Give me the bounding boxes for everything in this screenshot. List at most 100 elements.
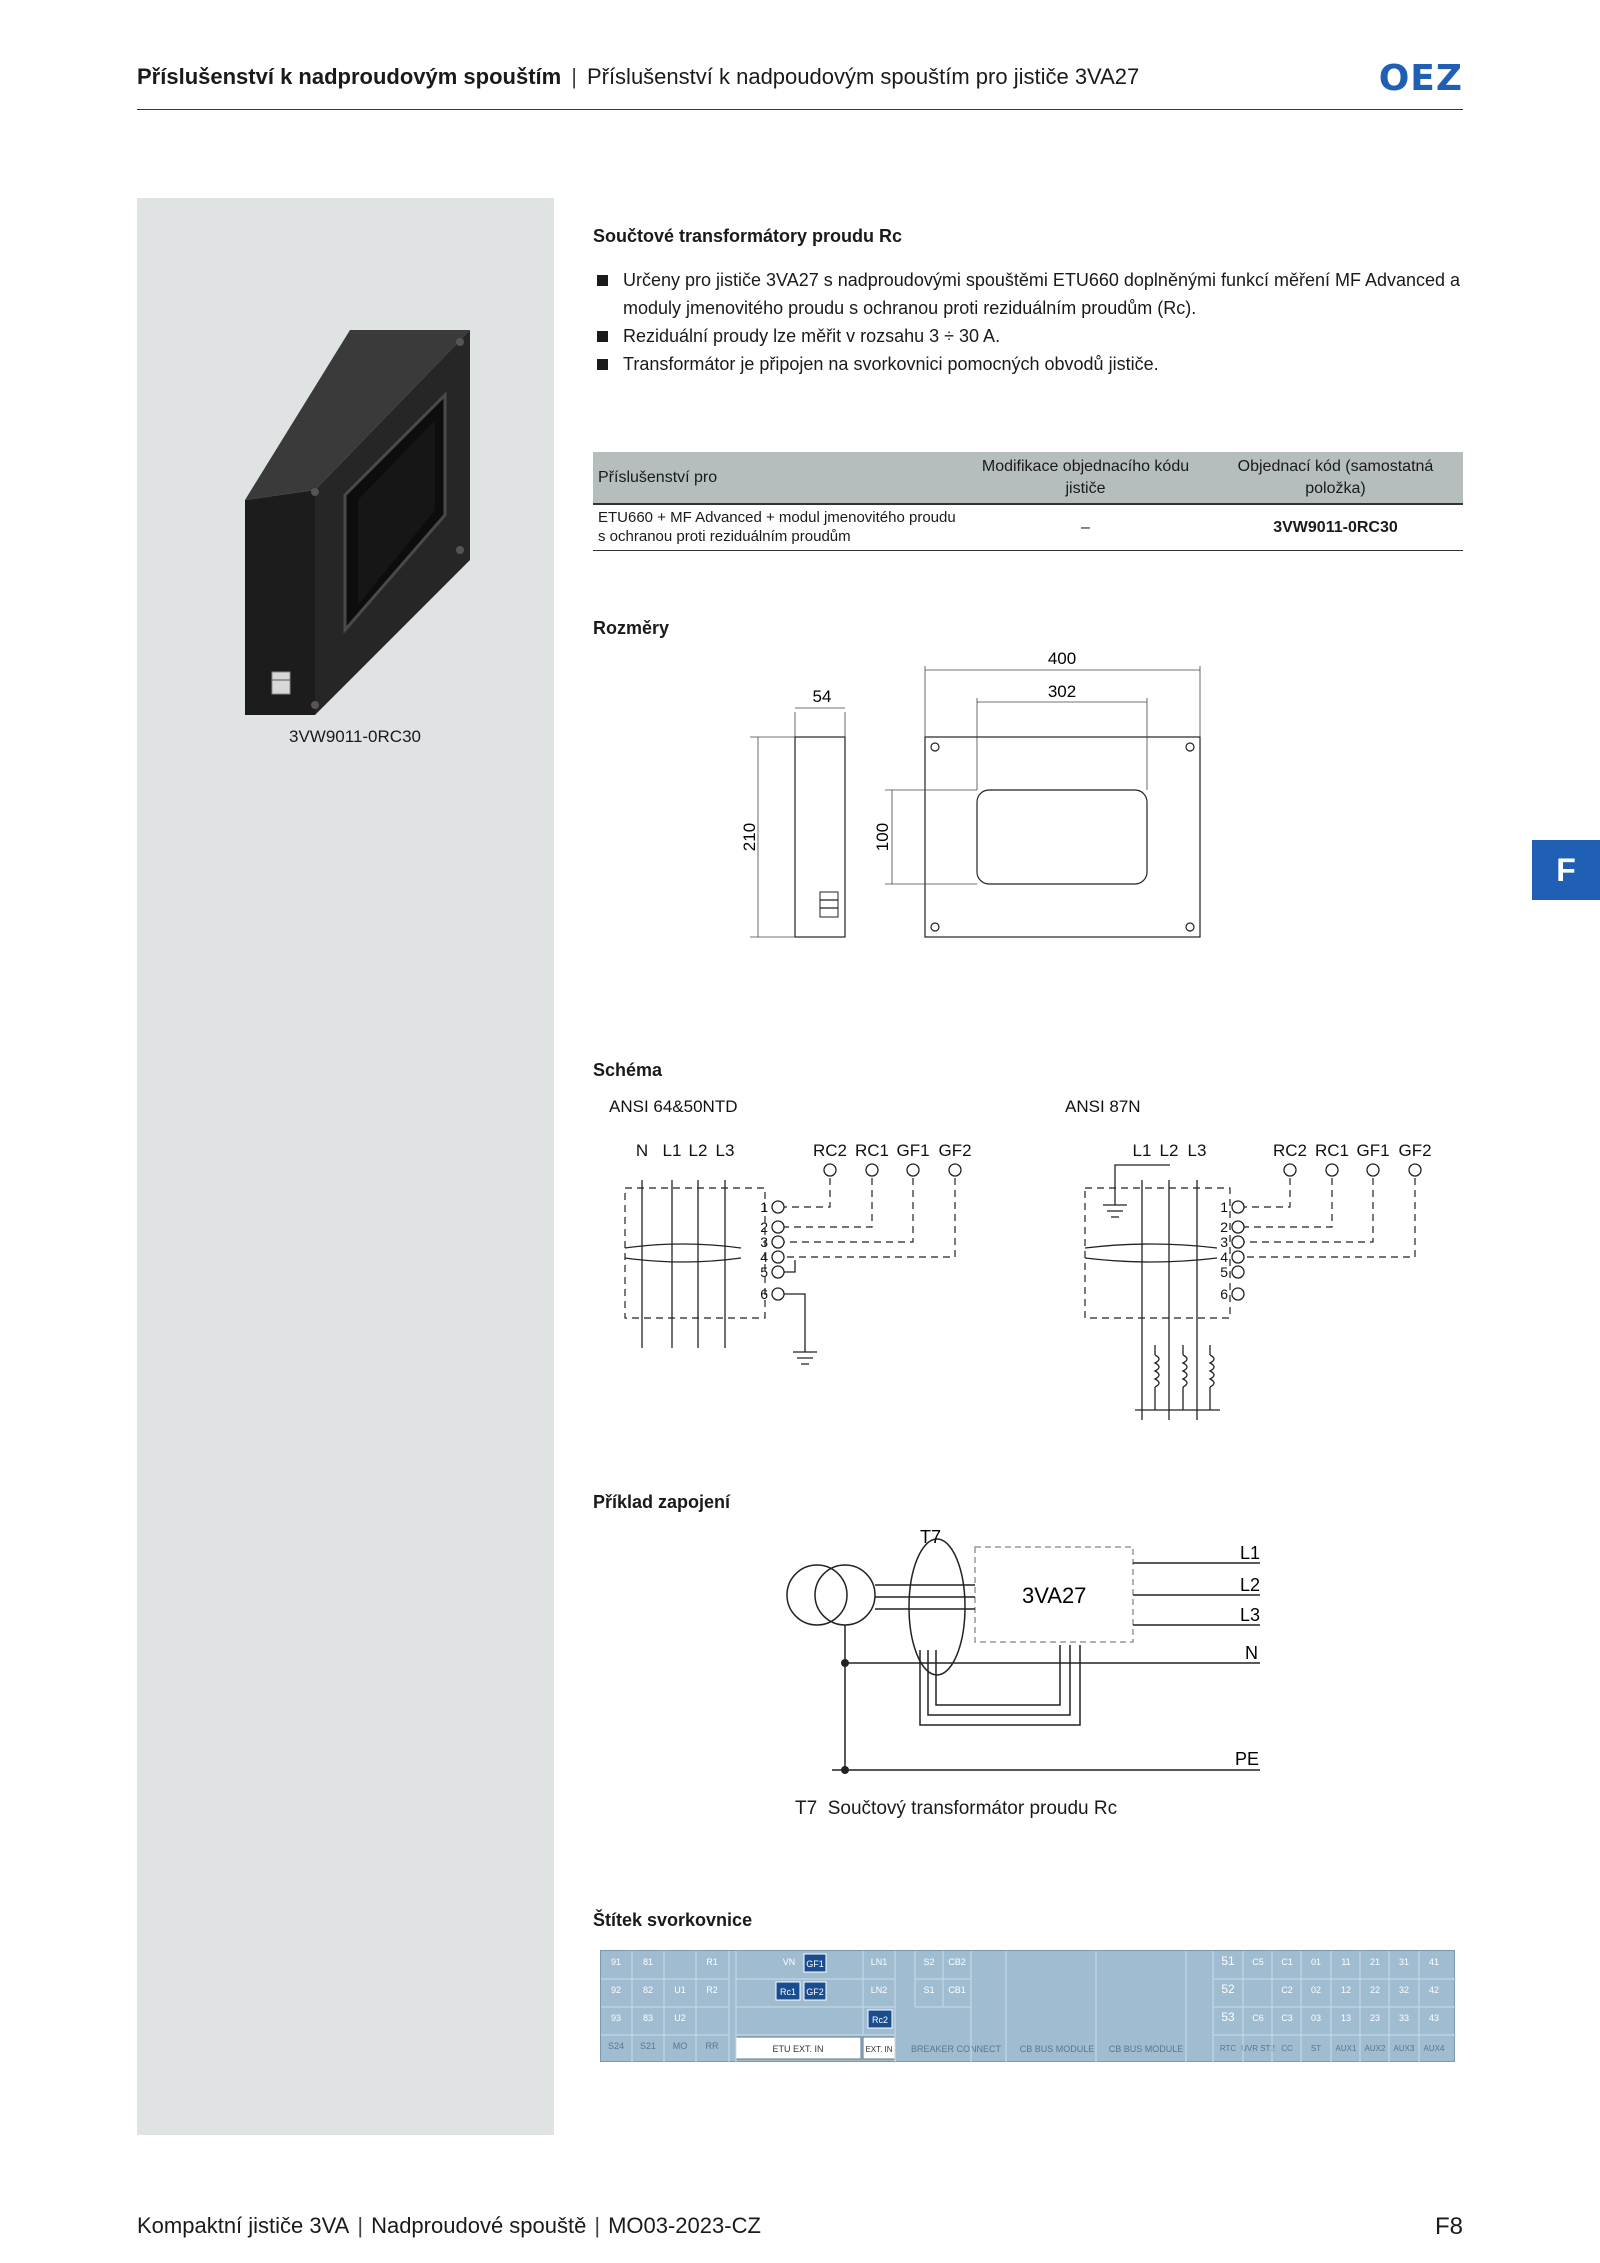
section-title-transformers: Součtové transformátory proudu Rc <box>593 226 903 246</box>
terminal-label: 21 <box>1370 1957 1380 1967</box>
terminal-number: 1 <box>760 1199 768 1215</box>
terminal-label: RR <box>706 2041 719 2051</box>
terminal-label: 91 <box>611 1957 621 1967</box>
terminal-label: 41 <box>1429 1957 1439 1967</box>
order-table: Příslušenství pro Modifikace objednacího… <box>593 452 1463 551</box>
legend-text: Součtový transformátor proudu Rc <box>827 1798 1118 1819</box>
terminal-number: 3 <box>760 1234 768 1250</box>
footer-catalog-code: MO03-2023-CZ <box>608 2213 761 2238</box>
terminal-label: 11 <box>1341 1957 1350 1967</box>
terminal-label: 93 <box>611 2013 621 2023</box>
oez-logo: OEZ <box>1378 58 1463 99</box>
module-label: CB BUS MODULE <box>1020 2044 1095 2054</box>
terminal-label: RTC <box>1220 2044 1237 2053</box>
signal-label: GF1 <box>1356 1141 1389 1160</box>
phase-label: L1 <box>1133 1141 1152 1160</box>
page-number: F8 <box>1434 2213 1463 2240</box>
terminal-label: C2 <box>1281 1985 1293 1995</box>
line-label: L3 <box>1240 1605 1260 1625</box>
terminal-label: CB2 <box>948 1957 966 1967</box>
terminal-label: C3 <box>1281 2013 1293 2023</box>
terminal-label: 52 <box>1221 1982 1235 1996</box>
terminal-label: 33 <box>1399 2013 1409 2023</box>
phase-label: L2 <box>689 1141 708 1160</box>
phase-label: L2 <box>1160 1141 1179 1160</box>
line-label: PE <box>1235 1749 1259 1769</box>
terminal-label: 42 <box>1429 1985 1439 1995</box>
terminal-label: 51 <box>1221 1954 1235 1968</box>
feature-item: Transformátor je připojen na svorkovnici… <box>593 350 1463 378</box>
dimension-depth-label: 54 <box>813 687 832 706</box>
terminal-label: CB1 <box>948 1985 966 1995</box>
cell-accessory: ETU660 + MF Advanced + modul jmenovitého… <box>593 504 963 551</box>
module-label: EXT. IN <box>865 2045 892 2054</box>
terminal-number: 4 <box>1220 1249 1228 1265</box>
dimension-height-label: 210 <box>740 823 759 851</box>
terminal-label: 92 <box>611 1985 621 1995</box>
column-header-code: Objednací kód (samostatná položka) <box>1208 452 1463 505</box>
terminal-label: GF1 <box>806 1959 824 1969</box>
terminal-label: AUX4 <box>1424 2044 1445 2053</box>
line-label: L1 <box>1240 1543 1260 1563</box>
table-row: ETU660 + MF Advanced + modul jmenovitého… <box>593 504 1463 551</box>
signal-label: RC2 <box>813 1141 847 1160</box>
terminal-number: 5 <box>1220 1264 1228 1280</box>
cell-order-code: 3VW9011-0RC30 <box>1208 504 1463 551</box>
column-header-accessory: Příslušenství pro <box>593 452 963 505</box>
product-image <box>245 330 470 715</box>
terminal-label: CC <box>1281 2044 1293 2053</box>
signal-label: GF2 <box>1398 1141 1431 1160</box>
terminal-label: 82 <box>643 1985 653 1995</box>
column-header-modification: Modifikace objednacího kódu jističe <box>963 452 1208 505</box>
terminal-label: UVR ST2 <box>1241 2044 1275 2053</box>
dimension-width-label: 400 <box>1048 652 1076 668</box>
signal-label: RC2 <box>1273 1141 1307 1160</box>
terminal-number: 6 <box>1220 1286 1228 1302</box>
footer-section: Nadproudové spouště <box>371 2213 587 2238</box>
terminal-label: MO <box>673 2041 688 2051</box>
terminal-label: 83 <box>643 2013 653 2023</box>
terminal-label: 81 <box>643 1957 653 1967</box>
dimension-window-height-label: 100 <box>873 823 892 851</box>
dimension-drawing: 400 302 54 210 100 <box>740 652 1201 938</box>
terminal-label: 02 <box>1311 1985 1321 1995</box>
terminal-number: 2 <box>1220 1219 1228 1235</box>
terminal-strip: 91 81 R1 92 82 U1 R2 93 83 U2 S24 S21 MO… <box>600 1950 1456 2063</box>
t7-label: T7 <box>920 1527 941 1547</box>
phase-label: L3 <box>1188 1141 1207 1160</box>
terminal-label: 01 <box>1311 1957 1321 1967</box>
terminal-label: C5 <box>1252 1957 1264 1967</box>
wiring-legend: T7 Součtový transformátor proudu Rc <box>795 1798 1117 1820</box>
terminal-label: 03 <box>1311 2013 1321 2023</box>
signal-label: GF1 <box>896 1141 929 1160</box>
header-title: Příslušenství k nadproudovým spouštím|Př… <box>137 64 1140 89</box>
signal-label: GF2 <box>938 1141 971 1160</box>
terminal-label: S21 <box>640 2041 656 2051</box>
page-footer: Kompaktní jističe 3VA|Nadproudové spoušt… <box>137 2213 1463 2240</box>
terminal-number: 1 <box>1220 1199 1228 1215</box>
feature-list: Určeny pro jističe 3VA27 s nadproudovými… <box>593 266 1463 378</box>
section-title-dimensions: Rozměry <box>593 618 670 638</box>
schema-right-label: ANSI 87N <box>1065 1097 1141 1116</box>
terminal-label: ST <box>1311 2044 1321 2053</box>
module-label: ETU EXT. IN <box>772 2044 823 2054</box>
terminal-label: U1 <box>674 1985 686 1995</box>
terminal-label: 32 <box>1399 1985 1409 1995</box>
dimension-window-label: 302 <box>1048 682 1076 701</box>
terminal-number: 3 <box>1220 1234 1228 1250</box>
wiring-diagram: T7 3VA27 L1 L2 L3 N PE <box>786 1527 1260 1774</box>
terminal-label: 31 <box>1399 1957 1409 1967</box>
signal-label: RC1 <box>855 1141 889 1160</box>
terminal-label: 43 <box>1429 2013 1439 2023</box>
module-label: BREAKER CONNECT <box>911 2044 1002 2054</box>
chapter-tab[interactable]: F <box>1532 840 1600 900</box>
terminal-label: 53 <box>1221 2010 1235 2024</box>
terminal-label: 12 <box>1341 1985 1351 1995</box>
phase-label: N <box>636 1141 648 1160</box>
terminal-label: 13 <box>1341 2013 1351 2023</box>
phase-label: L3 <box>716 1141 735 1160</box>
feature-item: Reziduální proudy lze měřit v rozsahu 3 … <box>593 322 1463 350</box>
product-caption: 3VW9011-0RC30 <box>289 727 421 746</box>
terminal-label: AUX3 <box>1394 2044 1415 2053</box>
terminal-label: R1 <box>706 1957 718 1967</box>
